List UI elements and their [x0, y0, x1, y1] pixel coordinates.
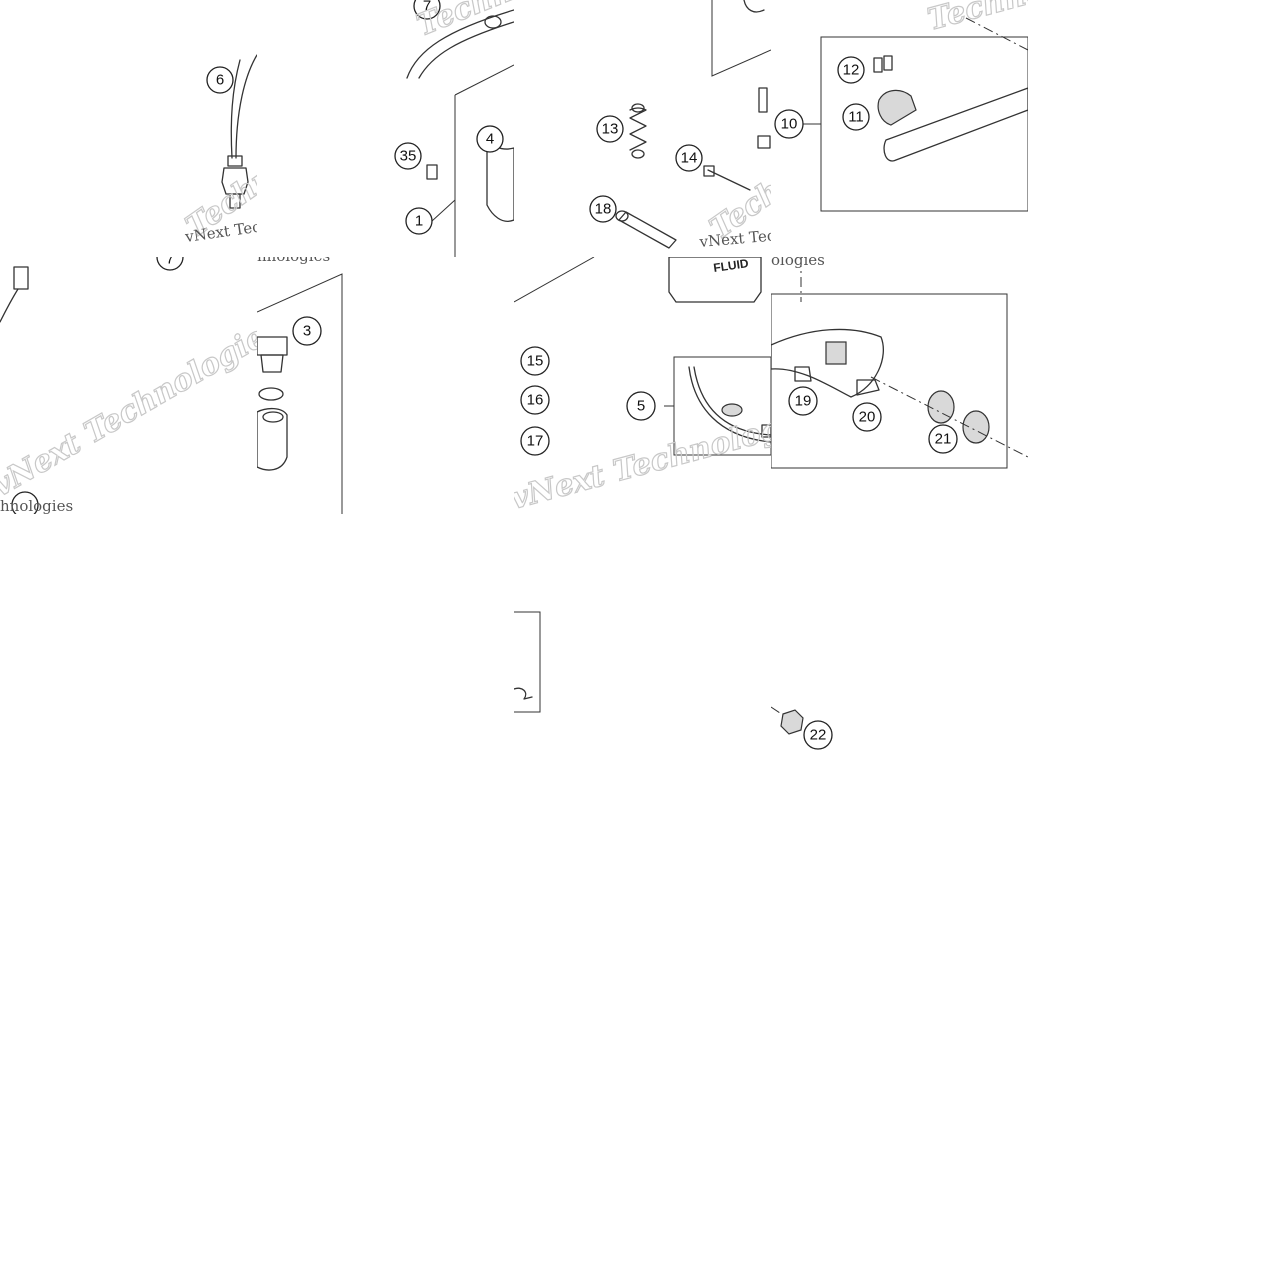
tile-pedal-tip: 10 11 12 Technc — [771, 0, 1028, 257]
svg-text:6: 6 — [216, 72, 224, 89]
watermark-text: vNext Tec — [698, 226, 771, 251]
svg-text:11: 11 — [848, 109, 864, 126]
tile-sensor-cable: 7 vNext Technologies hnologies — [0, 257, 257, 514]
watermark-logo: Technc — [924, 0, 1028, 38]
tile-pedal-pivot: 19 20 21 ologies — [771, 257, 1028, 514]
callout-14: 14 — [675, 144, 703, 172]
callout-12: 12 — [837, 56, 865, 84]
svg-text:1: 1 — [415, 213, 423, 230]
callout-4: 4 — [476, 125, 504, 153]
svg-text:10: 10 — [781, 116, 798, 133]
callout-15: 15 — [520, 346, 550, 376]
callout-3: 3 — [292, 316, 322, 346]
fluid-label: FLUID — [712, 257, 749, 275]
svg-text:20: 20 — [859, 409, 876, 426]
svg-text:4: 4 — [486, 131, 494, 148]
svg-text:13: 13 — [602, 121, 619, 138]
tile-brake-fluid: FLUID 5 15 16 17 vNext Technologies — [514, 257, 771, 514]
svg-text:7: 7 — [166, 257, 174, 268]
svg-text:16: 16 — [527, 392, 544, 409]
tile-nut: 22 — [771, 514, 1028, 771]
svg-text:3: 3 — [303, 323, 311, 340]
callout-5: 5 — [626, 391, 656, 421]
watermark-logo: Technc — [412, 0, 514, 43]
svg-text:22: 22 — [810, 727, 827, 744]
callout-22: 22 — [803, 720, 833, 750]
svg-text:5: 5 — [637, 398, 645, 415]
callout-19: 19 — [788, 386, 818, 416]
callout-17: 17 — [520, 426, 550, 456]
callout-20: 20 — [852, 402, 882, 432]
callout-10: 10 — [774, 109, 804, 139]
callout-13: 13 — [596, 115, 624, 143]
tile-frame-fragment — [514, 514, 771, 771]
watermark-text: hnologies — [257, 257, 330, 265]
tile-brake-switch: 6 Technc vNext Tec — [0, 0, 257, 257]
callout-6: 6 — [206, 66, 234, 94]
svg-text:35: 35 — [400, 148, 417, 165]
callout-18: 18 — [589, 195, 617, 223]
callout-7: 7 — [413, 0, 441, 20]
callout-35: 35 — [394, 142, 422, 170]
callout-16: 16 — [520, 385, 550, 415]
tile-reservoir: 3 hnologies — [257, 257, 514, 514]
watermark-text: hnologies — [0, 497, 73, 514]
svg-text:19: 19 — [795, 393, 812, 410]
svg-text:7: 7 — [423, 0, 431, 15]
svg-text:12: 12 — [843, 62, 860, 79]
tile-pedal-fasteners: 13 14 18 Technc vNext Tec — [514, 0, 771, 257]
svg-text:18: 18 — [595, 201, 612, 218]
callout-1: 1 — [405, 207, 433, 235]
svg-text:17: 17 — [527, 433, 544, 450]
tile-master-cylinder: 7 35 4 1 Technc — [257, 0, 514, 257]
callout-7b: 7 — [156, 257, 184, 271]
svg-text:21: 21 — [935, 431, 952, 448]
watermark-logo: vNext Technologies — [0, 311, 257, 504]
callout-11: 11 — [842, 103, 870, 131]
callout-partial — [11, 491, 39, 514]
watermark-text: ologies — [771, 257, 825, 269]
callout-21: 21 — [928, 424, 958, 454]
svg-text:14: 14 — [681, 150, 698, 167]
svg-text:15: 15 — [527, 353, 544, 370]
